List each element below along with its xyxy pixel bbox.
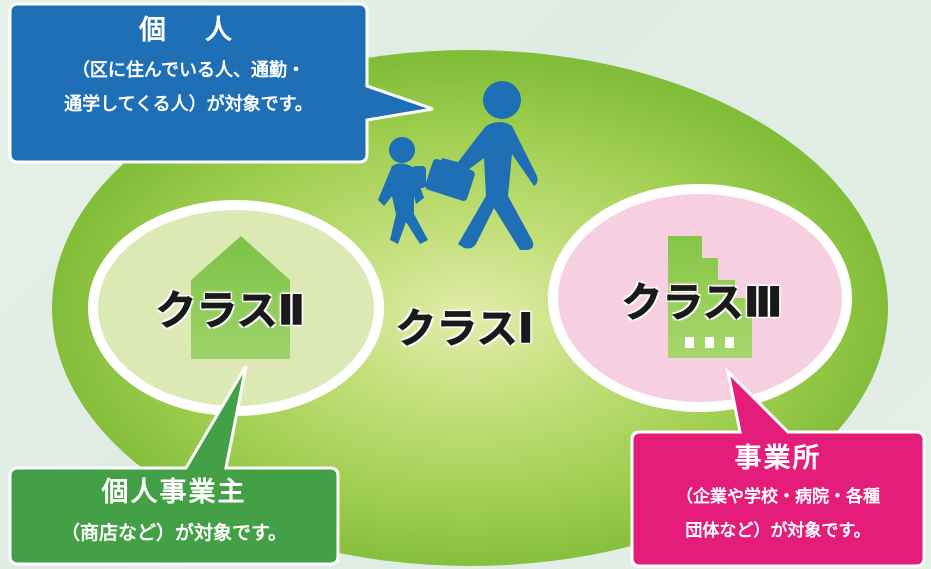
parent-child-walking-icon <box>378 81 538 250</box>
callout-individual-title: 個 人 <box>139 15 238 46</box>
callout-business <box>630 367 926 568</box>
class2-label: クラスⅡ <box>155 287 306 335</box>
callout-sole-proprietor-desc: （商店など）が対象です。 <box>60 522 288 544</box>
callout-individual-text: 個 人 （区に住んでいる人、通勤・ 通学してくる人）が対象です。 <box>10 14 367 122</box>
callout-business-desc-1: （企業や学校・病院・各種 <box>676 487 880 507</box>
class1-label: クラスⅠ <box>395 305 535 353</box>
callout-individual-desc-2: 通学してくる人）が対象です。 <box>64 94 313 115</box>
house-icon <box>191 236 290 359</box>
callout-individual-desc-1: （区に住んでいる人、通勤・ <box>71 60 306 81</box>
callout-business-text: 事業所 （企業や学校・病院・各種 団体など）が対象です。 <box>632 442 924 548</box>
callout-sole-proprietor-title: 個人事業主 <box>101 477 247 508</box>
class3-label: クラスⅢ <box>621 279 784 327</box>
callout-business-title: 事業所 <box>734 443 822 474</box>
callout-individual <box>8 2 434 164</box>
callout-sole-proprietor-text: 個人事業主 （商店など）が対象です。 <box>10 476 338 550</box>
building-icon <box>668 236 752 358</box>
callout-business-desc-2: 団体など）が対象です。 <box>685 521 871 541</box>
callout-sole-proprietor <box>8 365 340 566</box>
